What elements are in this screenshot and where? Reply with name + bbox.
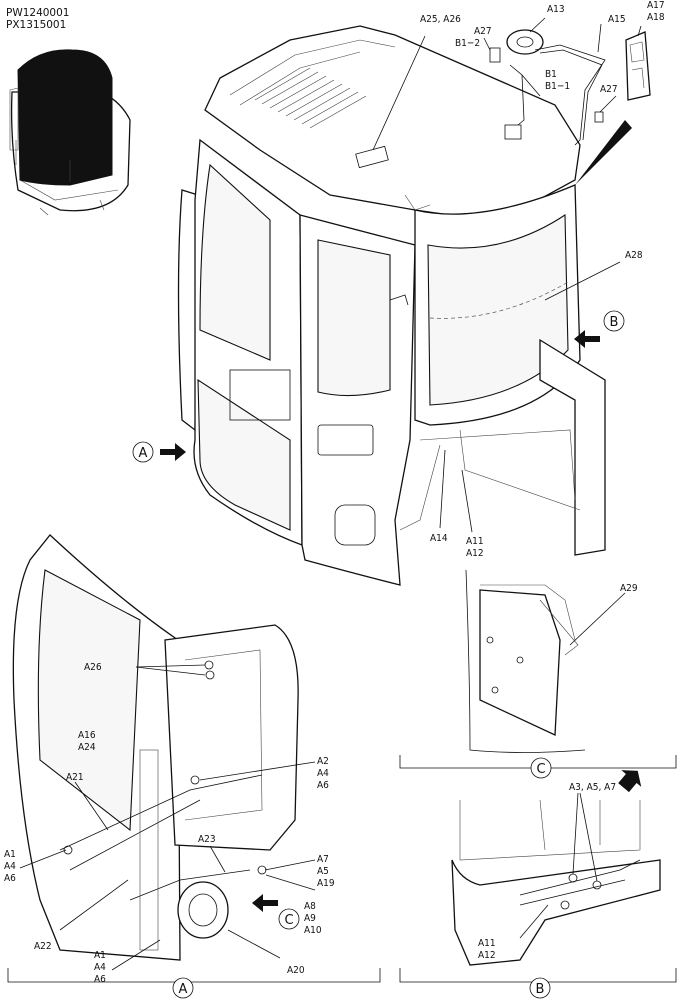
label-a23: A23: [198, 834, 216, 845]
latch-pointer: [575, 120, 632, 185]
view-marker-a-main: A: [132, 441, 154, 463]
label-a20: A20: [287, 965, 305, 976]
label-a27-top: A27: [474, 26, 492, 37]
label-a4-bottom: A4: [94, 962, 106, 973]
label-a4-right: A4: [317, 768, 329, 779]
view-marker-b-detail: B: [529, 977, 551, 999]
label-a16: A16: [78, 730, 96, 741]
label-a4-left: A4: [4, 861, 16, 872]
cab-assembly: [177, 25, 606, 586]
label-a19: A19: [317, 878, 335, 889]
svg-text:C: C: [536, 762, 545, 777]
label-a10: A10: [304, 925, 322, 936]
view-marker-c-detail: C: [278, 908, 300, 930]
label-a27-right: A27: [600, 84, 618, 95]
detail-a: [7, 534, 381, 983]
label-a25-a26: A25, A26: [420, 14, 461, 25]
label-a11-top: A11: [466, 536, 484, 547]
label-a11-bottom: A11: [478, 938, 496, 949]
view-marker-c-inset: C: [530, 757, 552, 779]
svg-text:C: C: [284, 913, 293, 928]
part-code-1: PW1240001: [6, 7, 69, 19]
label-a12-top: A12: [466, 548, 484, 559]
svg-text:B: B: [536, 982, 545, 997]
label-a24: A24: [78, 742, 96, 753]
label-a1-left: A1: [4, 849, 16, 860]
label-a6-bottom: A6: [94, 974, 106, 985]
thumbnail-cab: [9, 49, 131, 216]
label-b1-2: B1−2: [455, 38, 480, 49]
label-a2: A2: [317, 756, 329, 767]
label-a22: A22: [34, 941, 52, 952]
label-a14: A14: [430, 533, 448, 544]
label-a21: A21: [66, 772, 84, 783]
label-a13: A13: [547, 4, 565, 15]
label-a7: A7: [317, 854, 329, 865]
view-marker-b-main: B: [603, 310, 625, 332]
detail-a-leaders: [19, 664, 316, 971]
view-marker-a-detail: A: [172, 977, 194, 999]
svg-text:B: B: [610, 315, 619, 330]
horn-and-bracket: [489, 29, 606, 146]
label-b1-1: B1−1: [545, 81, 570, 92]
door-latch: [625, 31, 651, 101]
label-a18: A18: [647, 12, 665, 23]
arrow-b-detail: [618, 770, 642, 793]
label-a15: A15: [608, 14, 626, 25]
label-a1-bottom: A1: [94, 950, 106, 961]
label-a5: A5: [317, 866, 329, 877]
label-a8: A8: [304, 901, 316, 912]
label-a28: A28: [625, 250, 643, 261]
arrow-a: [160, 443, 186, 461]
label-a26: A26: [84, 662, 102, 673]
label-a17: A17: [647, 0, 665, 11]
label-a12-bottom: A12: [478, 950, 496, 961]
label-a6-right: A6: [317, 780, 329, 791]
detail-c: [399, 569, 677, 769]
label-a6-left: A6: [4, 873, 16, 884]
label-a3-a5-a7: A3, A5, A7: [569, 782, 616, 793]
arrow-b: [574, 330, 600, 348]
label-b1: B1: [545, 69, 557, 80]
label-a29: A29: [620, 583, 638, 594]
leader-lines: [372, 17, 642, 533]
arrow-c: [252, 894, 278, 912]
svg-text:A: A: [139, 446, 148, 461]
label-a9: A9: [304, 913, 316, 924]
part-code-2: PX1315001: [6, 19, 66, 31]
detail-b: [399, 770, 677, 983]
svg-text:A: A: [179, 982, 188, 997]
